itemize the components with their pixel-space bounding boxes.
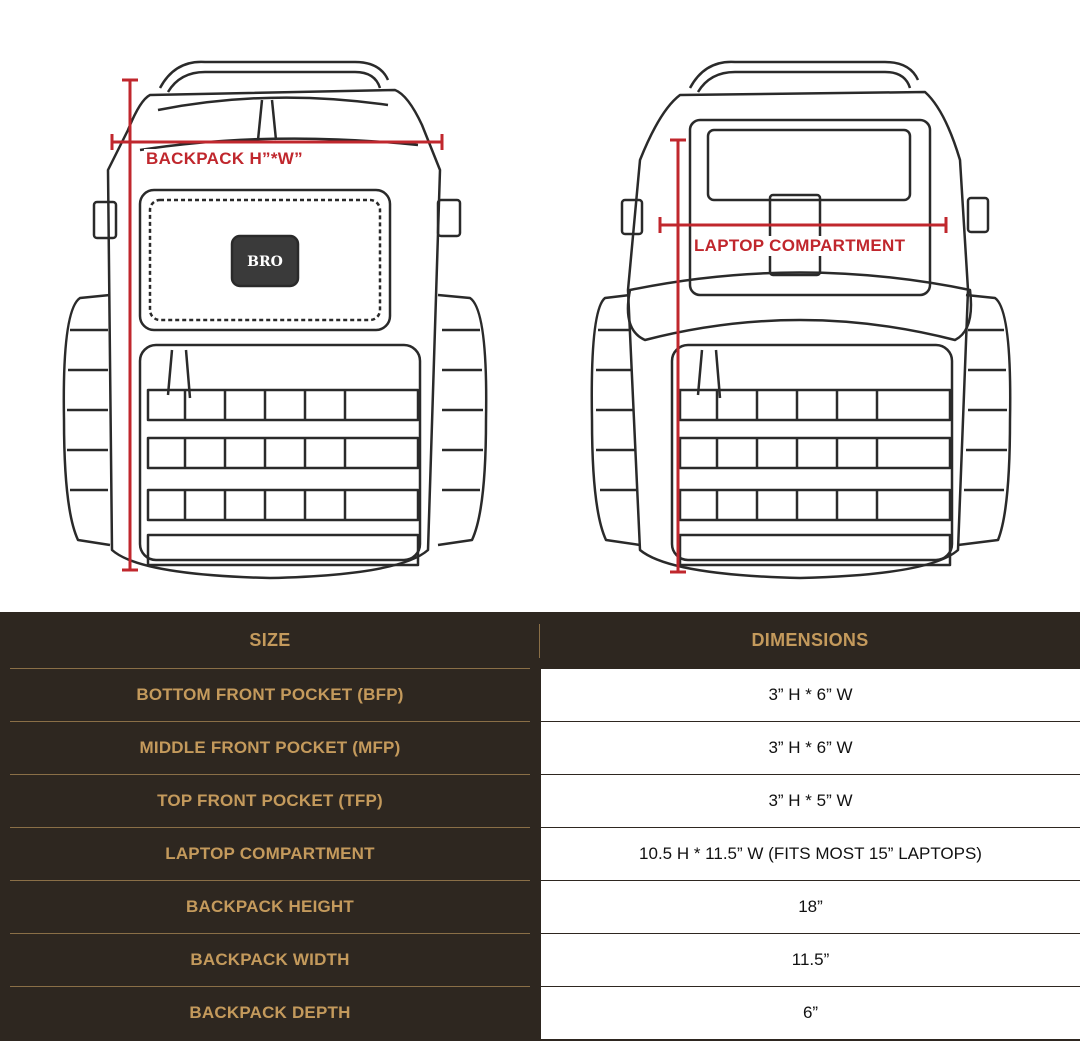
table-row: BACKPACK HEIGHT 18” [0, 880, 1080, 933]
row-size-label: TOP FRONT POCKET (TFP) [157, 791, 383, 810]
row-size-label: LAPTOP COMPARTMENT [165, 844, 375, 863]
row-size-label: BACKPACK DEPTH [189, 1003, 351, 1022]
backpack-illustrations: BRO [62, 60, 1012, 580]
row-dimension-value: 6” [541, 987, 1080, 1039]
row-size-label: BACKPACK WIDTH [190, 950, 350, 969]
header-divider [539, 624, 540, 658]
row-dimension-value: 18” [541, 881, 1080, 933]
table-row: BOTTOM FRONT POCKET (BFP) 3” H * 6” W [0, 668, 1080, 721]
row-divider [10, 880, 530, 881]
row-divider [10, 668, 530, 669]
front-dimension-lines [110, 78, 444, 572]
row-divider [10, 774, 530, 775]
laptop-dimension-label: LAPTOP COMPARTMENT [692, 236, 908, 256]
row-size-label: BOTTOM FRONT POCKET (BFP) [136, 685, 404, 704]
front-dimension-label: BACKPACK H”*W” [144, 149, 305, 169]
row-dimension-value: 3” H * 6” W [541, 722, 1080, 774]
row-dimension-value: 10.5 H * 11.5” W (FITS MOST 15” LAPTOPS) [541, 828, 1080, 880]
bro-logo: BRO [247, 254, 283, 270]
open-backpack-drawing [590, 60, 1012, 580]
header-size: SIZE [249, 630, 291, 650]
row-dimension-value: 11.5” [541, 934, 1080, 986]
row-divider [10, 986, 530, 987]
row-divider [10, 721, 530, 722]
table-header: SIZE DIMENSIONS [0, 612, 1080, 668]
row-dimension-value: 3” H * 5” W [541, 775, 1080, 827]
table-row: MIDDLE FRONT POCKET (MFP) 3” H * 6” W [0, 721, 1080, 774]
header-dimensions: DIMENSIONS [751, 630, 869, 650]
row-size-label: MIDDLE FRONT POCKET (MFP) [139, 738, 401, 757]
row-divider [10, 827, 530, 828]
backpack-drawings: BRO [62, 60, 1012, 580]
row-size-label: BACKPACK HEIGHT [186, 897, 354, 916]
laptop-dimension-lines [658, 138, 948, 574]
row-divider [10, 933, 530, 934]
table-row: LAPTOP COMPARTMENT 10.5 H * 11.5” W (FIT… [0, 827, 1080, 880]
row-dimension-value: 3” H * 6” W [541, 669, 1080, 721]
size-table: SIZE DIMENSIONS BOTTOM FRONT POCKET (BFP… [0, 612, 1080, 1041]
table-row: BACKPACK WIDTH 11.5” [0, 933, 1080, 986]
front-backpack-drawing [62, 60, 488, 580]
table-row: BACKPACK DEPTH 6” [0, 986, 1080, 1039]
table-row: TOP FRONT POCKET (TFP) 3” H * 5” W [0, 774, 1080, 827]
